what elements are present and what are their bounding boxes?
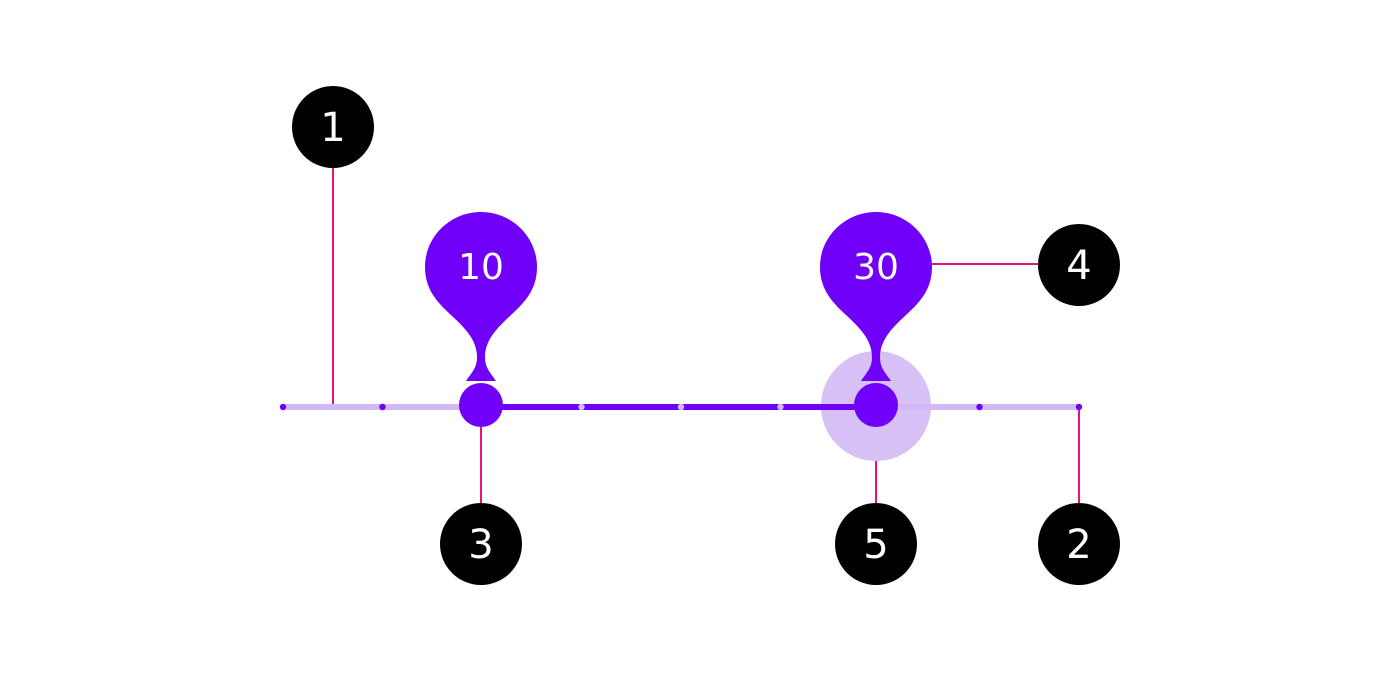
start-thumb[interactable]: [459, 383, 503, 427]
marker-1-label: 1: [320, 105, 345, 151]
marker-2-label: 2: [1066, 522, 1091, 568]
marker-2: 2: [1038, 503, 1120, 585]
marker-3-label: 3: [468, 522, 493, 568]
value-label-start: 10: [425, 212, 537, 381]
end-thumb[interactable]: [854, 383, 898, 427]
value-label-end-shape: [820, 212, 932, 381]
marker-5-label: 5: [863, 522, 888, 568]
marker-1: 1: [292, 86, 374, 168]
tick-mark: [677, 403, 685, 411]
value-label-start-shape: [425, 212, 537, 381]
value-label-start-text: 10: [458, 247, 504, 288]
marker-5: 5: [835, 503, 917, 585]
tick-marks: [279, 403, 1083, 411]
value-label-end: 30: [820, 212, 932, 381]
tick-mark: [1075, 403, 1083, 411]
tick-mark: [777, 403, 784, 411]
tick-mark: [279, 403, 287, 411]
callout-lines: [332, 150, 1080, 520]
marker-4-label: 4: [1066, 243, 1091, 289]
value-label-end-text: 30: [853, 247, 899, 288]
tick-mark: [578, 403, 585, 411]
marker-4: 4: [1038, 224, 1120, 306]
tick-mark: [976, 403, 983, 411]
marker-3: 3: [440, 503, 522, 585]
tick-mark: [379, 403, 386, 411]
